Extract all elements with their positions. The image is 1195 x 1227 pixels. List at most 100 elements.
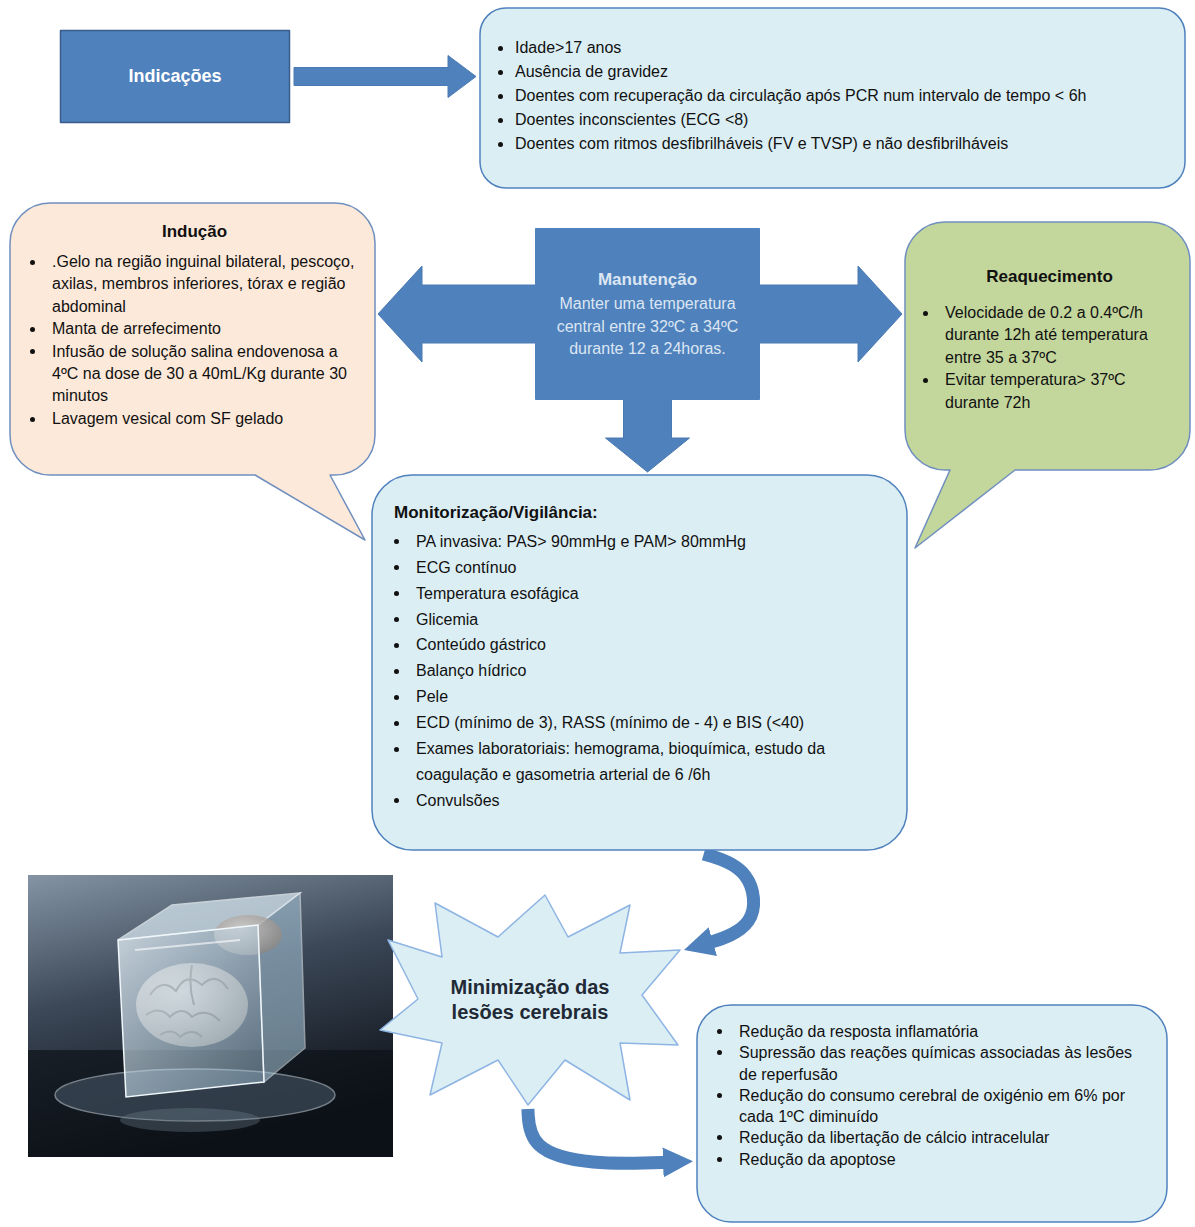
bullet-text: ECD (mínimo de 3), RASS (mínimo de - 4) … <box>416 710 889 736</box>
bullet-dot <box>394 747 399 752</box>
bullet-dot <box>498 46 503 51</box>
bullet-dot <box>394 643 399 648</box>
bullet-item: Ausência de gravidez <box>498 60 1169 84</box>
bullet-item: Velocidade de 0.2 a 0.4ºC/h durante 12h … <box>923 302 1176 369</box>
bullet-dot <box>394 798 399 803</box>
reflection <box>120 1108 260 1132</box>
bullet-text: Lavagem vesical com SF gelado <box>52 408 359 430</box>
outcome-starburst: Minimização das lesões cerebrais <box>380 895 680 1105</box>
bullet-text: Evitar temperatura> 37ºC durante 72h <box>945 369 1176 414</box>
bullet-text: ECG contínuo <box>416 555 889 581</box>
bullet-text: Convulsões <box>416 788 889 814</box>
indications-box: Indicações <box>60 30 290 123</box>
node-shape <box>697 1005 1167 1222</box>
bullet-text: Manta de arrefecimento <box>52 318 359 340</box>
bullet-text: Velocidade de 0.2 a 0.4ºC/h durante 12h … <box>945 302 1176 369</box>
node-content: ReaquecimentoVelocidade de 0.2 a 0.4ºC/h… <box>923 266 1176 414</box>
bullet-item: Lavagem vesical com SF gelado <box>30 408 359 430</box>
bullet-dot <box>394 695 399 700</box>
bullet-dot <box>717 1135 722 1140</box>
ice-highlight <box>135 940 240 950</box>
bullet-dot <box>717 1029 722 1034</box>
bullet-dot <box>498 142 503 147</box>
monitoring-box: Monitorização/Vigilância: PA invasiva: PA… <box>372 475 907 850</box>
block-arrow <box>606 398 690 472</box>
bullet-dot <box>717 1093 722 1098</box>
node-shape <box>372 475 907 850</box>
bullet-dot <box>717 1157 722 1162</box>
bullet-dot <box>30 349 35 354</box>
bullet-item: Balanço hídrico <box>394 658 889 684</box>
node-content: Minimização das lesões cerebrais <box>430 975 630 1025</box>
bullet-dot <box>30 260 35 265</box>
node-outline <box>905 222 1190 470</box>
box-heading: Manutenção <box>545 268 750 292</box>
node-shape <box>61 31 290 123</box>
bullet-text: Redução da resposta inflamatória <box>739 1021 1151 1042</box>
box-text: Manter uma temperatura central entre 32º… <box>545 293 750 360</box>
node-content: Monitorização/Vigilância: PA invasiva: PA… <box>394 501 889 814</box>
bullet-text: Doentes com recuperação da circulação ap… <box>515 84 1169 108</box>
node-outline <box>535 228 760 400</box>
node-outline <box>10 203 375 475</box>
bullet-item: Redução da resposta inflamatória <box>717 1021 1151 1042</box>
bullet-text: Conteúdo gástrico <box>416 632 889 658</box>
bullet-item: Evitar temperatura> 37ºC durante 72h <box>923 369 1176 414</box>
bullet-item: .Gelo na região inguinal bilateral, pesc… <box>30 251 359 318</box>
bullet-dot <box>394 565 399 570</box>
bullet-item: Manta de arrefecimento <box>30 318 359 340</box>
bullet-text: Temperatura esofágica <box>416 581 889 607</box>
bullet-item: Supressão das reações químicas associada… <box>717 1042 1151 1085</box>
bullet-dot <box>717 1050 722 1055</box>
curved-arrow <box>699 854 753 946</box>
bullet-item: Temperatura esofágica <box>394 581 889 607</box>
bullet-text: Doentes com ritmos desfibrilháveis (FV e… <box>515 132 1169 156</box>
bullet-dot <box>30 327 35 332</box>
node-content: Redução da resposta inflamatóriaSupressã… <box>717 1021 1151 1170</box>
bullet-text: Infusão de solução salina endovenosa a 4… <box>52 341 359 408</box>
bullet-text: .Gelo na região inguinal bilateral, pesc… <box>52 251 359 318</box>
node-content: ManutençãoManter uma temperatura central… <box>545 268 750 361</box>
bullet-dot <box>394 591 399 596</box>
bullet-dot <box>498 94 503 99</box>
node-shape <box>480 8 1185 188</box>
bullet-dot <box>394 721 399 726</box>
bullet-text: Balanço hídrico <box>416 658 889 684</box>
bullet-text: Glicemia <box>416 607 889 633</box>
node-content: Idade>17 anosAusência de gravidezDoentes… <box>498 36 1169 156</box>
bullet-dot <box>394 539 399 544</box>
bullet-item: Exames laboratoriais: hemograma, bioquím… <box>394 736 889 788</box>
photo-background <box>28 875 393 1157</box>
induction-callout: Indução.Gelo na região inguinal bilatera… <box>10 203 375 475</box>
bullet-dot <box>394 617 399 622</box>
box-heading: Minimização das lesões cerebrais <box>430 975 630 1025</box>
bullet-dot <box>498 70 503 75</box>
box-heading: Reaquecimento <box>923 266 1176 288</box>
bullet-item: ECG contínuo <box>394 555 889 581</box>
node-outline <box>380 895 680 1105</box>
bullet-text: Doentes inconscientes (ECG <8) <box>515 108 1169 132</box>
node-shape <box>10 203 375 540</box>
box-heading: Indicações <box>72 65 278 88</box>
bullet-dot <box>923 378 928 383</box>
bullet-item: Doentes com recuperação da circulação ap… <box>498 84 1169 108</box>
bullet-item: PA invasiva: PAS> 90mmHg e PAM> 80mmHg <box>394 529 889 555</box>
bullet-text: Pele <box>416 684 889 710</box>
bullet-dot <box>394 669 399 674</box>
node-shape <box>380 895 680 1105</box>
bullet-item: Idade>17 anos <box>498 36 1169 60</box>
bullet-item: Redução da apoptose <box>717 1149 1151 1170</box>
bullet-item: Conteúdo gástrico <box>394 632 889 658</box>
block-arrow <box>294 56 476 98</box>
bullet-text: Redução do consumo cerebral de oxigénio … <box>739 1085 1151 1128</box>
bullet-text: Exames laboratoriais: hemograma, bioquím… <box>416 736 889 788</box>
bullet-dot <box>30 417 35 422</box>
box-heading: Monitorização/Vigilância: <box>394 501 889 525</box>
bullet-item: Glicemia <box>394 607 889 633</box>
bullet-text: PA invasiva: PAS> 90mmHg e PAM> 80mmHg <box>416 529 889 555</box>
bullet-text: Supressão das reações químicas associada… <box>739 1042 1151 1085</box>
bullet-item: Doentes com ritmos desfibrilháveis (FV e… <box>498 132 1169 156</box>
bullet-item: Pele <box>394 684 889 710</box>
curved-arrow <box>528 1109 677 1163</box>
